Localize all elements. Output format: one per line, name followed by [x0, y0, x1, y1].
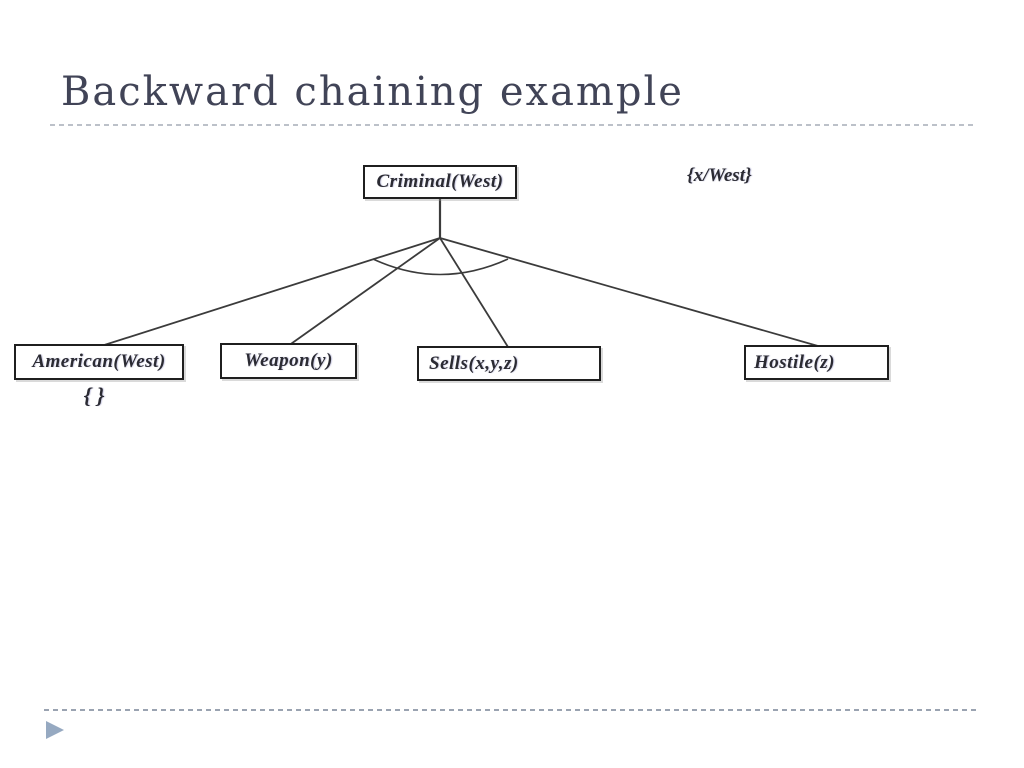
substitution-x-west: {x/West} [687, 165, 752, 186]
and-arc [372, 258, 509, 276]
node-weapon-y: Weapon(y) [220, 343, 357, 379]
footer-separator [44, 709, 976, 711]
title-separator [50, 124, 974, 126]
node-criminal-west: Criminal(West) [363, 165, 517, 199]
page-title: Backward chaining example [61, 69, 684, 115]
edge-to-american [97, 237, 441, 348]
edge-to-hostile [439, 237, 819, 347]
node-sells-xyz: Sells(x,y,z) [417, 346, 601, 381]
substitution-empty: { } [83, 383, 105, 408]
node-hostile-z: Hostile(z) [744, 345, 889, 380]
slide-advance-arrow-icon [46, 721, 64, 739]
node-american-west: American(West) [14, 344, 184, 380]
edge-to-weapon [287, 237, 441, 347]
edge-to-sells [439, 237, 509, 348]
